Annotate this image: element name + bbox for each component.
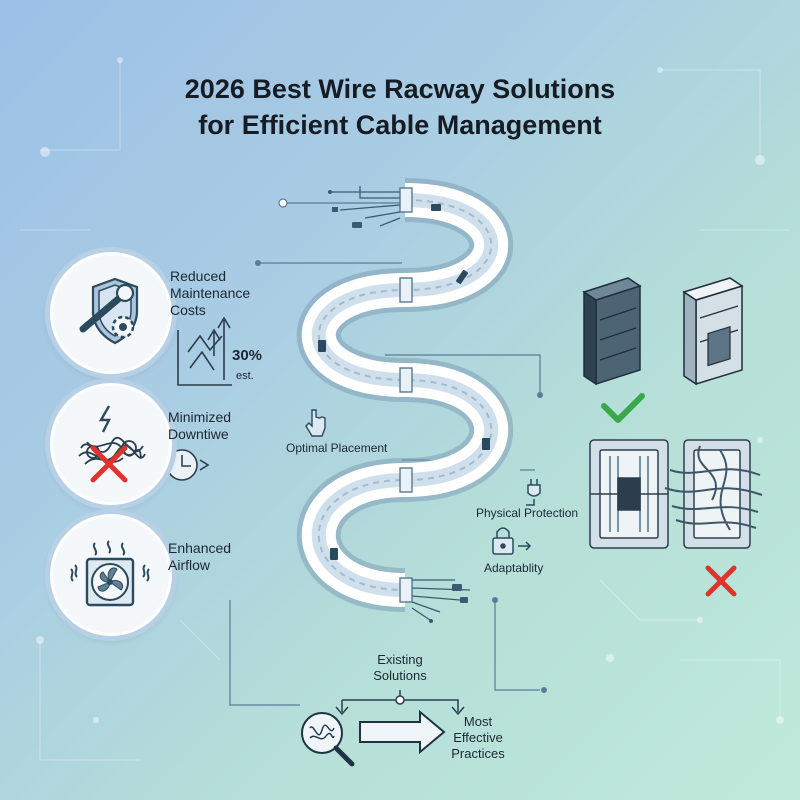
flow-right-label-line1: Most — [463, 714, 493, 729]
benefit-label-line: Enhanced — [168, 540, 232, 556]
benefit-label-airflow: Enhanced Airflow — [168, 540, 231, 574]
flow-right-label-line3: Practices — [451, 746, 505, 761]
tangled-wires-crossed-icon — [78, 405, 146, 483]
plug-icon — [526, 479, 541, 506]
fan-airflow-icon — [70, 540, 150, 607]
label-optimal-placement: Optimal Placement — [286, 441, 388, 455]
hand-pointer-icon — [305, 409, 326, 437]
stat-unit: est. — [236, 370, 254, 382]
closed-raceway-dark-icon — [582, 277, 642, 386]
clock-icon — [166, 449, 210, 481]
benefit-label-downtime: Minimized Downtiwe — [168, 409, 231, 443]
label-physical-protection: Physical Protection — [476, 506, 579, 520]
label-adaptability: Adaptablity — [484, 561, 544, 575]
flow-right-label-line2: Effective — [453, 730, 503, 745]
cost-trend-chart — [177, 316, 232, 386]
benefit-label-line: Minimized — [168, 409, 232, 425]
stat-value: 30% — [232, 347, 263, 364]
messy-raceway-icon — [664, 439, 763, 549]
page-title-line2: for Efficient Cable Management — [198, 110, 602, 140]
benefit-label-line: Maintenance — [170, 285, 251, 301]
flow-top-label-line1: Existing — [377, 652, 423, 667]
benefit-label-line: Airflow — [168, 557, 211, 573]
benefit-label-line: Downtiwe — [168, 426, 229, 442]
benefit-circle-airflow — [50, 514, 172, 636]
checkmark-icon — [601, 393, 645, 423]
cross-icon — [705, 565, 737, 597]
tidy-raceway-icon — [589, 439, 669, 549]
flow-top-label-line2: Solutions — [373, 668, 427, 683]
benefit-label-line: Costs — [170, 302, 206, 318]
raceway-path — [296, 178, 514, 612]
magnifier-icon — [301, 712, 355, 767]
lock-icon — [492, 527, 532, 555]
flow-connector — [335, 690, 465, 716]
process-arrow-icon — [359, 709, 446, 755]
benefit-label-line: Reduced — [170, 268, 227, 284]
benefit-circle-maintenance — [50, 252, 172, 374]
closed-raceway-light-icon — [682, 277, 744, 386]
benefit-label-maintenance: Reduced Maintenance Costs — [170, 268, 250, 319]
shield-wrench-gear-icon — [79, 277, 139, 345]
benefit-circle-downtime — [50, 383, 172, 505]
page-title-line1: 2026 Best Wire Racway Solutions — [184, 74, 616, 104]
